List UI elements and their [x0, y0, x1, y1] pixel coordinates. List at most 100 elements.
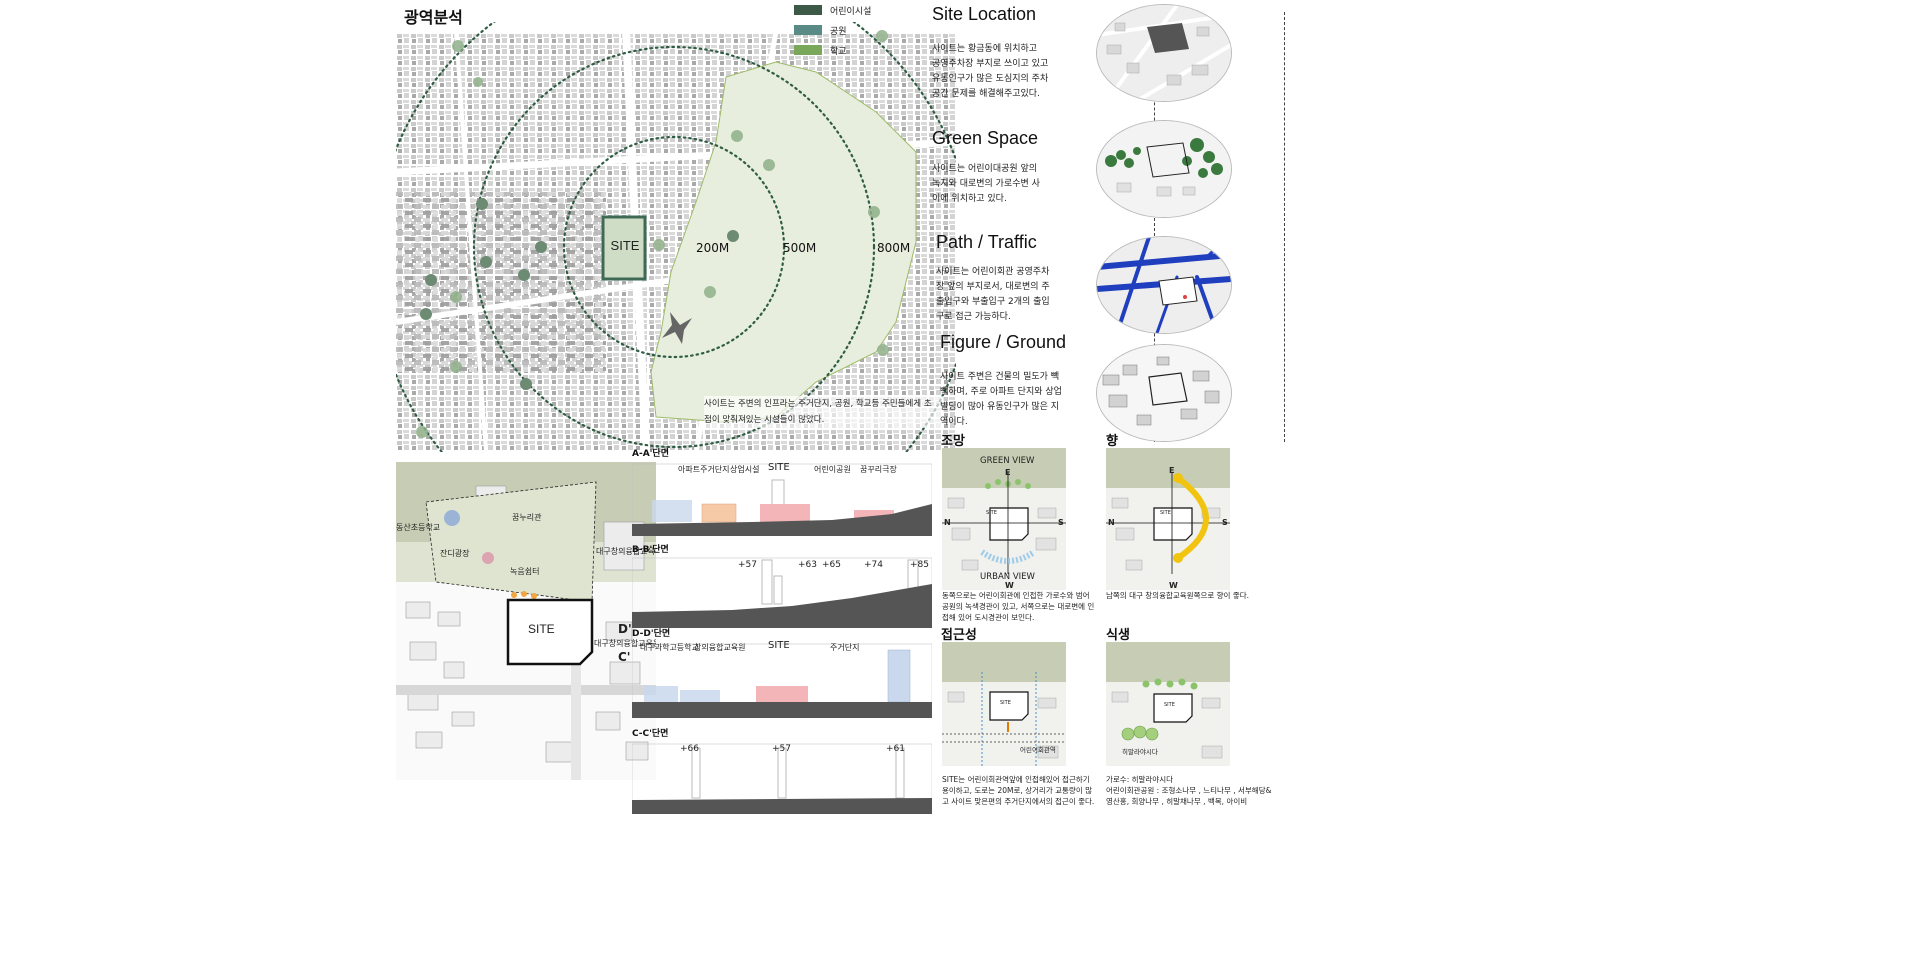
section-b-label-1: +57: [738, 560, 757, 570]
map-legend: 어린이시설 공원 학교: [794, 0, 871, 60]
presentation-board: 광역분석: [372, 0, 1566, 980]
panel-orientation-e: E: [1169, 466, 1175, 475]
panel-view-site: SITE: [986, 510, 997, 516]
ring-label-500m: 500M: [783, 241, 817, 255]
oval-connector-left: [1154, 12, 1157, 442]
panel-access-svg: [942, 642, 1066, 766]
panel-view-e: E: [1005, 468, 1011, 477]
section-title-a: A-A'단면: [632, 449, 669, 459]
panel-access-caption: SITE는 어린이회관역앞에 인접해있어 접근하기 용이하고, 도로는 20M로…: [942, 775, 1095, 806]
map-caption: 사이트는 주변의 인프라는 주거단지, 공원, 학교등 주민들에게 초 점이 맞…: [704, 396, 944, 428]
oval-site-location: [1096, 4, 1232, 102]
site-plan: 동산초등학교 꿈누리관 잔디광장 녹음쉼터 대구창의융합교육원 대구창의융합교육…: [396, 462, 656, 780]
plan-label-lawn: 잔디광장: [440, 549, 470, 558]
section-d-label-4: 주거단지: [830, 643, 860, 652]
section-a-label-3: SITE: [768, 462, 790, 473]
oval-green-space: [1096, 120, 1232, 218]
panel-orientation-w: W: [1169, 581, 1178, 590]
section-d-label-3: SITE: [768, 640, 790, 651]
oval-green-space-svg: [1097, 121, 1231, 217]
section-marker-c: C': [618, 650, 631, 664]
section-a-label-1: 아파트주거단지: [678, 465, 730, 474]
panel-view-diagram: SITE GREEN VIEW URBAN VIEW E N S W: [942, 448, 1066, 590]
section-d-label-2: 창의융합교육원: [694, 643, 746, 652]
legend-label: 공원: [830, 26, 847, 37]
section-drawings: A-A'단면 아파트주거단지 상업시설 SITE 어린이공원 꿈꾸리극장 B-B…: [632, 446, 932, 980]
section-heading-green-space: Green Space: [932, 128, 1039, 148]
oval-site-location-svg: [1097, 5, 1231, 101]
legend-label: 학교: [830, 46, 847, 57]
oval-path-traffic: [1096, 236, 1232, 334]
panel-vegetation-caption: 가로수: 히말라야시다 어린이회관공원 : 조형소나무 , 느티나무 , 서부해…: [1106, 775, 1272, 806]
panel-orientation-caption: 남쪽의 대구 창의융합교육원쪽으로 향이 좋다.: [1106, 591, 1250, 600]
panel-title-view: 조망: [941, 434, 965, 449]
section-b-svg: [632, 557, 932, 628]
section-body-figure-ground: 사이트 주변은 건물의 밀도가 빽 빽하며, 주로 아파트 단지와 상업 빌딩이…: [940, 372, 1062, 427]
legend-swatch: [794, 45, 822, 55]
section-heading-figure-ground: Figure / Ground: [940, 332, 1067, 352]
plan-label-shade: 녹음쉼터: [510, 567, 540, 576]
oval-path-traffic-svg: [1097, 237, 1231, 333]
plan-label-school: 동산초등학교: [396, 523, 441, 532]
section-a-label-2: 상업시설: [730, 465, 760, 474]
map-site-label: SITE: [610, 238, 640, 253]
panel-orientation-svg: [1106, 448, 1230, 574]
panel-title-vegetation: 식생: [1106, 628, 1130, 643]
main-title: 광역분석: [404, 8, 463, 27]
section-c-svg: [632, 743, 932, 814]
legend-item: 학교: [794, 40, 871, 60]
site-plan-svg: [396, 462, 656, 780]
panel-orientation-s: S: [1222, 518, 1228, 527]
section-a-svg: [632, 463, 932, 536]
section-d-label-1: 대구과학고등학교: [640, 643, 699, 652]
section-b-label-3: +65: [822, 560, 841, 570]
panel-title-access: 접근성: [941, 628, 977, 643]
section-c-label-1: +66: [680, 744, 699, 754]
panel-vegetation-svg: [1106, 642, 1230, 759]
section-a-label-4: 어린이공원: [814, 465, 851, 474]
section-c-label-3: +61: [886, 744, 905, 754]
oval-figure-ground-svg: [1097, 345, 1231, 441]
panel-view-tag-urban: URBAN VIEW: [980, 572, 1035, 582]
section-title-b: B-B'단면: [632, 545, 669, 555]
section-title-d: D-D'단면: [632, 629, 671, 639]
panel-access-diagram: SITE 어린이회관역: [942, 642, 1066, 766]
section-d-svg: [632, 643, 932, 718]
panel-view-caption: 동쪽으로는 어린이회관에 인접한 가로수와 범어 공원의 녹색경관이 있고, 서…: [942, 591, 1095, 622]
legend-swatch: [794, 5, 822, 15]
plan-label-edu-2: 대구창의융합교육원: [594, 639, 656, 648]
panel-vegetation-diagram: SITE 히말라야시다: [1106, 642, 1230, 766]
panel-orientation-n: N: [1108, 518, 1115, 527]
legend-item: 어린이시설: [794, 0, 871, 20]
oval-figure-ground: [1096, 344, 1232, 442]
legend-label: 어린이시설: [830, 6, 872, 17]
ring-label-200m: 200M: [696, 241, 730, 255]
oval-connector-right: [1284, 12, 1287, 442]
panel-access-site: SITE: [1000, 700, 1011, 706]
panel-orientation-site: SITE: [1160, 510, 1171, 516]
panel-vegetation-site: SITE: [1164, 702, 1175, 708]
plan-label-kkumnuri: 꿈누리관: [512, 513, 542, 522]
section-a-label-5: 꿈꾸리극장: [860, 465, 897, 474]
panel-view-tag-green: GREEN VIEW: [980, 456, 1035, 466]
legend-swatch: [794, 25, 822, 35]
plan-site-label: SITE: [528, 622, 555, 636]
section-marker-d: D': [618, 622, 632, 636]
section-heading-site-location: Site Location: [932, 4, 1037, 24]
legend-item: 공원: [794, 20, 871, 40]
panel-title-orientation: 향: [1106, 434, 1118, 449]
section-heading-path-traffic: Path / Traffic: [936, 232, 1037, 252]
section-title-c: C-C'단면: [632, 729, 669, 739]
panel-view-s: S: [1058, 518, 1064, 527]
section-c-label-2: +57: [772, 744, 791, 754]
panel-view-svg: [942, 448, 1066, 574]
area-map-svg: [372, 0, 976, 564]
panel-vegetation-tree: 히말라야시다: [1122, 748, 1158, 756]
section-body-green-space: 사이트는 어린이대공원 앞의 녹지와 대로변의 가로수변 사 이에 위치하고 있…: [932, 164, 1040, 204]
area-map: SITE 200M 500M 800M 사이트는 주변의 인프라는 주거단지, …: [372, 0, 976, 564]
section-body-path-traffic: 사이트는 어린이회관 공영주차 장 앞의 부지로서, 대로변의 주 출입구와 부…: [936, 267, 1050, 322]
section-b-label-4: +74: [864, 560, 883, 570]
ring-label-800m: 800M: [877, 241, 911, 255]
section-b-label-2: +63: [798, 560, 817, 570]
panel-orientation-diagram: SITE E N S W: [1106, 448, 1230, 590]
